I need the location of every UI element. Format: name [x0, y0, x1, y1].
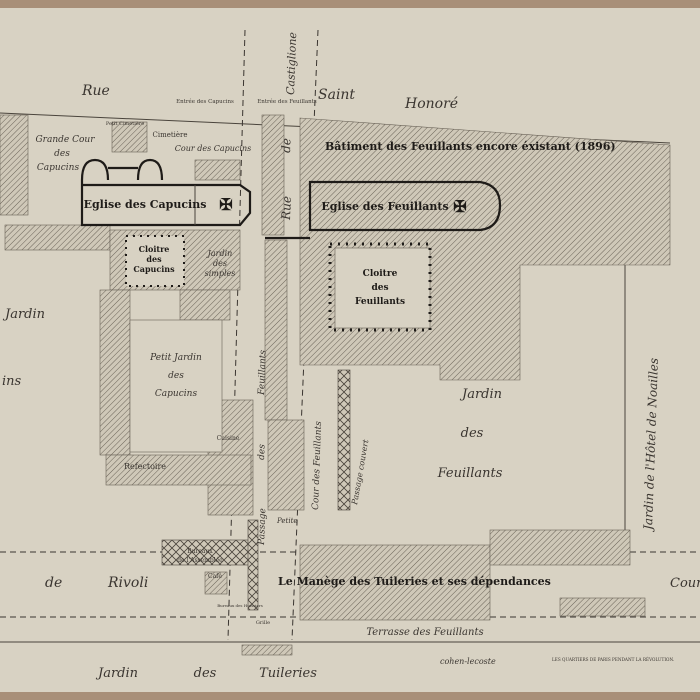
map-label: Grille	[256, 620, 270, 626]
map-label: Eglise des Capucins	[84, 198, 207, 211]
map-label: de l'Assemblée	[177, 557, 223, 564]
street-rivoli: Rivoli	[107, 575, 148, 591]
map-label: Entrée des Capucins	[176, 98, 234, 105]
signature: cohen-lecoste	[440, 657, 496, 666]
eglise-feuillants-plan	[265, 180, 502, 240]
map-label: des	[194, 666, 217, 681]
map-label: Petit Cimetière	[106, 120, 144, 127]
cloitre-feuillants-plan	[328, 242, 432, 332]
map-label: Le Manège des Tuileries et ses dépendanc…	[278, 575, 551, 588]
map-label: des	[146, 254, 162, 264]
map-label: ins	[2, 374, 22, 389]
map-label: Cuisine	[217, 435, 240, 442]
street-de-side: de	[279, 138, 294, 153]
map-label: Refectoire	[124, 462, 166, 471]
map-label: Feuillants	[437, 466, 503, 481]
map-label: Feuillants	[257, 349, 269, 396]
map-label: Jardin	[206, 249, 233, 258]
map-label: Entrée des Feuillants	[257, 98, 317, 105]
street-rue-side: Rue	[279, 196, 294, 221]
map-label: des	[168, 371, 184, 381]
buildings	[0, 114, 671, 656]
map-label: Capucins	[37, 163, 80, 173]
map-label: Passage	[257, 508, 268, 546]
map-label: Petit Jardin	[149, 353, 202, 363]
map-label: Capucins	[155, 389, 198, 399]
map-label: Cour des Feuillants	[311, 421, 324, 510]
map-label: Jardin de l'Hôtel de Noailles	[641, 358, 661, 533]
map-label: Jardin	[95, 666, 138, 681]
map-label: Petite	[276, 517, 298, 525]
map-label: Grande Cour	[35, 135, 95, 145]
map-label: des	[371, 283, 388, 293]
street-honore: Honoré	[404, 96, 458, 112]
map-label: Eglise des Feuillants	[321, 200, 448, 213]
map-label: Feuillants	[355, 297, 405, 307]
street-de: de	[45, 575, 62, 591]
map-label: Capucins	[133, 264, 175, 274]
petit-jardin-area	[129, 319, 223, 453]
map-label: Bureaux des Huissiers	[217, 603, 263, 608]
eglise-capucins-plan	[80, 158, 252, 227]
map-label: Cimetière	[152, 131, 187, 139]
map-label: Passage couvert	[350, 438, 371, 506]
cross-icon: ✠	[453, 197, 466, 216]
map-label: des	[54, 149, 70, 159]
street-saint: Saint	[318, 87, 355, 103]
map-label: des	[257, 444, 268, 460]
map-label: Café	[208, 573, 222, 580]
street-rue: Rue	[81, 83, 110, 99]
map-label: Jardin	[2, 307, 45, 322]
frame-bottom	[0, 692, 700, 700]
caption: LES QUARTIERS DE PARIS PENDANT LA RÉVOLU…	[552, 657, 674, 662]
map-label: simples	[205, 269, 236, 278]
cloitre-feuillants-area	[334, 247, 431, 329]
map-label: Jardin	[459, 387, 502, 402]
map-labels: Rue Saint Honoré Castiglione Rue de de R…	[2, 31, 700, 681]
map-label: Bureaux	[187, 548, 213, 555]
cross-icon: ✠	[219, 195, 232, 214]
map-label: Bâtiment des Feuillants encore éxistant …	[325, 140, 616, 153]
cloitre-capucins-plan	[125, 235, 185, 287]
map-label: Cour des Capucins	[175, 144, 251, 153]
street-castiglione: Castiglione	[284, 31, 299, 95]
map-label: des	[213, 259, 227, 268]
street-cour: Cour	[670, 576, 700, 591]
frame-top	[0, 0, 700, 8]
map-label: Terrasse des Feuillants	[366, 627, 483, 638]
map-label: Tuileries	[259, 666, 317, 681]
map-label: Cloitre	[363, 269, 398, 279]
castiglione-line-left	[227, 29, 246, 641]
map-label: Cloitre	[139, 244, 170, 254]
map-label: des	[461, 426, 484, 441]
